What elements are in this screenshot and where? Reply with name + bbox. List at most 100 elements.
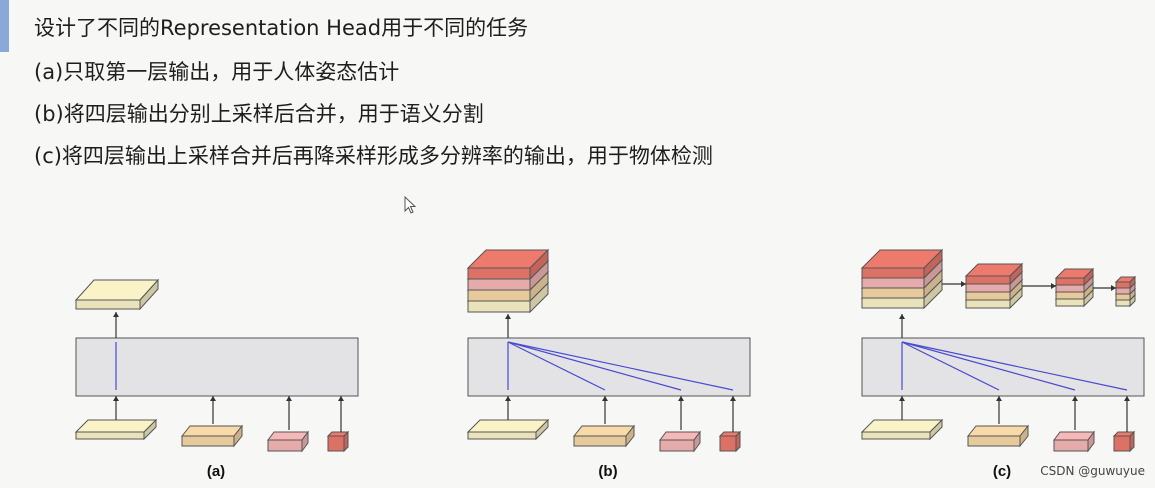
panel-a-input-arrow-4-head [338,396,344,401]
panel-c: (c) [860,248,1145,480]
panel-b-input-level2 [572,424,636,448]
panel-c-input-level4 [1112,430,1136,453]
panel-a-input-level4-side [343,430,349,453]
panel-a-input-level1-front [75,431,145,440]
panel-c-output-stack-4-layer-4 [1114,275,1137,290]
title-accent-bar [0,0,9,52]
panel-c-output-stack-1-layer-3-front [861,277,925,289]
panel-c-output-stack-1 [860,248,944,310]
panel-c-output-stack-4-layer-4-front [1115,281,1131,289]
panel-a-label: (a) [207,463,225,480]
panel-c-output-stack-4-layer-3-front [1115,287,1131,295]
panel-b-fusion-box [467,337,751,397]
panel-c-output-arrow-head [899,314,905,319]
panel-c-output-stack-2-layer-4-front [965,275,1011,285]
panel-a-input-level2-front [181,435,235,447]
panel-b-input-level1 [466,418,550,441]
panel-c-output-stack-4-layer-2-front [1115,293,1131,301]
panel-b-upsample-path-3 [507,341,682,391]
panel-b-input-level3 [659,430,701,453]
panel-c-output-stack-3 [1054,267,1095,308]
panel-c-upsample-path-2 [901,341,1000,391]
panel-a-output-arrow-head [113,312,119,317]
panel-c-output-stack-4-layer-1-front [1115,299,1131,307]
panel-c-input-arrow-4-head [1124,396,1130,401]
panel-b-input-level3-front [659,439,695,452]
panel-b-input-level2-front [573,435,627,447]
mouse-cursor-icon [404,196,417,214]
panel-c-input-level1 [860,418,944,441]
panel-c-upsample-path-4 [901,341,1128,391]
panel-c-output-stack-3-layer-4-front [1055,277,1085,286]
panel-b: (b) [466,248,751,480]
panel-a-input-level1 [74,418,158,441]
panel-c-downsample-arrow-2-head [1051,283,1056,289]
panel-c-output-stack-3-layer-2-front [1055,291,1085,300]
panel-c-output-stack-1-layer-4-front [861,267,925,279]
panel-c-downsample-arrow-1-head [961,281,966,287]
panel-b-output-stack-layer-1-front [467,300,531,313]
panel-a-input-arrow-3-head [286,396,292,401]
panel-b-output-stack-layer-3-front [467,278,531,291]
panel-a: (a) [74,278,359,480]
panel-b-input-arrow-4-head [730,396,736,401]
panel-c-input-level3-top [1053,431,1095,441]
panel-b-label: (b) [598,463,617,480]
panel-a-input-level3-top [267,431,309,441]
panel-b-input-level4 [718,430,742,453]
panel-a-input-arrow-1-head [113,396,119,401]
panel-b-input-arrow-3-head [678,396,684,401]
panel-a-input-arrow-2-head [210,396,216,401]
panel-b-input-level1-front [467,431,537,440]
panel-c-input-level2 [966,424,1030,448]
panel-b-input-level3-top [659,431,701,441]
panel-c-input-level3 [1053,430,1095,453]
bullet-b: (b)将四层输出分别上采样后合并，用于语义分割 [34,102,484,126]
panel-a-input-level3 [267,430,309,453]
panel-c-input-level1-top [860,419,944,433]
panel-b-input-level4-side [735,430,741,453]
panel-b-output-stack-layer-2-front [467,289,531,302]
panel-b-input-level4-front [719,435,737,452]
panel-a-fusion-box [75,337,359,397]
panel-c-output-stack-2-layer-4 [964,262,1024,286]
panel-a-input-level1-top [74,419,158,433]
panel-c-downsample-arrow-3-head [1111,285,1116,291]
panel-c-input-level3-front [1053,439,1089,452]
bullet-a: (a)只取第一层输出，用于人体姿态估计 [34,60,400,84]
panel-c-output-stack-4 [1114,275,1137,308]
panel-c-output-stack-2 [964,262,1024,310]
panel-c-upsample-path-3 [901,341,1076,391]
panel-b-output-stack [466,248,550,314]
panel-a-output-slab-front [75,299,141,310]
panel-c-input-arrow-2-head [996,396,1002,401]
panel-b-output-stack-layer-4 [466,248,550,281]
watermark: CSDN @guwuyue [1040,464,1145,478]
panel-c-output-stack-3-layer-4 [1054,267,1095,287]
panel-c-label: (c) [993,463,1011,480]
panel-c-output-stack-1-layer-2-front [861,287,925,299]
panel-c-output-stack-3-layer-3-front [1055,284,1085,293]
panel-c-output-stack-2-layer-3-front [965,283,1011,293]
panel-c-input-arrow-1-head [899,396,905,401]
panel-b-input-arrow-2-head [602,396,608,401]
panel-c-output-stack-1-layer-1-front [861,297,925,309]
panel-c-input-level4-side [1129,430,1135,453]
panel-c-output-stack-2-layer-2-front [965,291,1011,301]
panel-b-upsample-path-4 [507,341,734,391]
panel-c-input-level2-front [967,435,1021,447]
panel-b-input-arrow-1-head [505,396,511,401]
panel-a-output-slab [74,278,160,311]
panel-a-input-level3-front [267,439,303,452]
panel-a-input-level2 [180,424,244,448]
panel-b-output-arrow-head [505,314,511,319]
panel-b-input-level1-top [466,419,550,433]
panel-c-fusion-box [861,337,1145,397]
panel-b-input-level2-top [572,425,636,437]
panel-c-input-level2-top [966,425,1030,437]
panel-c-output-stack-2-layer-1-front [965,299,1011,309]
bullet-c: (c)将四层输出上采样合并后再降采样形成多分辨率的输出，用于物体检测 [34,144,713,168]
panel-b-upsample-path-2 [507,341,606,391]
panel-c-output-stack-3-layer-1-front [1055,298,1085,307]
